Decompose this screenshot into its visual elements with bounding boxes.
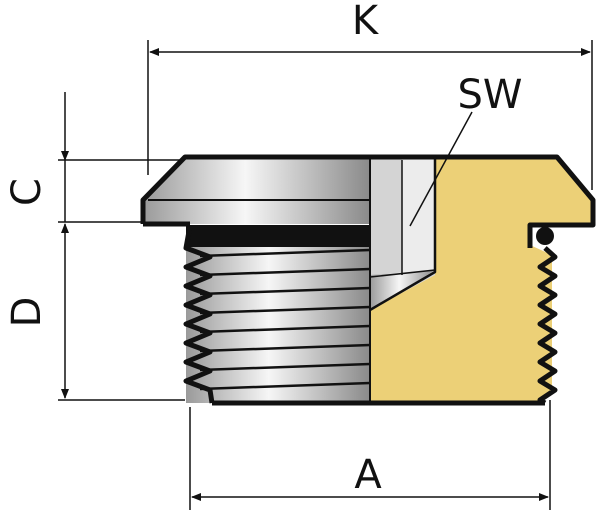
thread-line (199, 248, 371, 258)
label-c: C (4, 178, 50, 206)
outline (140, 154, 596, 406)
thread-line (199, 267, 371, 277)
label-d: D (4, 297, 50, 328)
thread-line (199, 381, 371, 391)
label-sw: SW (458, 72, 523, 118)
steel-half (143, 158, 436, 403)
thread-line (199, 286, 371, 296)
thread-line (199, 324, 371, 334)
label-k: K (352, 0, 380, 44)
thread-line (199, 362, 371, 372)
o-ring (536, 227, 554, 245)
dimension-lines (61, 48, 591, 501)
sw-leader (409, 111, 473, 227)
brass-section (370, 158, 593, 403)
thread-line (199, 305, 371, 315)
thread-line (199, 343, 371, 353)
label-a: A (354, 452, 382, 498)
extension-lines (58, 40, 593, 510)
